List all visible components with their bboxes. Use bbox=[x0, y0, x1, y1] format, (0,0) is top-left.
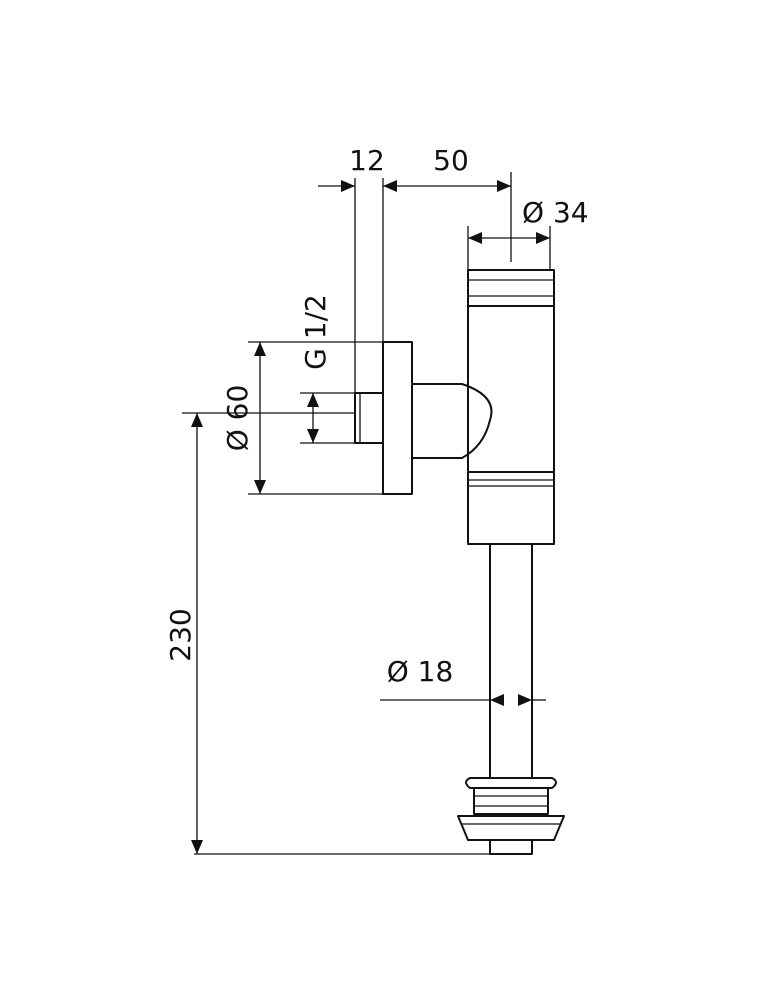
label-height-230: 230 bbox=[164, 608, 197, 661]
outlet-rosette bbox=[457, 815, 565, 841]
arrow-g12-top bbox=[307, 393, 319, 407]
label-dia-18: Ø 18 bbox=[387, 655, 454, 688]
push-button-cap bbox=[467, 269, 555, 307]
arrow-18-left bbox=[490, 694, 504, 706]
arrow-60-top bbox=[254, 342, 266, 356]
label-thread-g12: G 1/2 bbox=[299, 294, 332, 370]
outlet-collar bbox=[465, 777, 557, 789]
label-dia-34: Ø 34 bbox=[522, 196, 589, 229]
lower-body bbox=[467, 471, 555, 545]
arrow-230-bottom bbox=[191, 840, 203, 854]
arrow-60-bottom bbox=[254, 480, 266, 494]
arrow-50-left bbox=[383, 180, 397, 192]
main-cylinder bbox=[467, 305, 555, 473]
arrow-g12-bottom bbox=[307, 429, 319, 443]
label-50: 50 bbox=[433, 144, 469, 177]
extension-lines bbox=[182, 172, 551, 855]
threaded-inlet bbox=[354, 392, 384, 444]
arrow-230-top bbox=[191, 413, 203, 427]
dimension-lines bbox=[191, 180, 550, 854]
arrow-34-left bbox=[468, 232, 482, 244]
label-dia-60: Ø 60 bbox=[221, 385, 254, 452]
outlet-spout bbox=[489, 839, 533, 855]
connector-arm bbox=[412, 383, 493, 459]
label-12: 12 bbox=[349, 144, 385, 177]
arrow-50-right bbox=[497, 180, 511, 192]
valve-body bbox=[354, 269, 565, 855]
wall-flange bbox=[382, 341, 413, 495]
arrow-34-right bbox=[536, 232, 550, 244]
arrow-18-right bbox=[518, 694, 532, 706]
outlet-nut bbox=[473, 787, 549, 815]
dimension-labels: 12 50 Ø 34 G 1/2 Ø 60 230 Ø 18 bbox=[164, 144, 589, 688]
arrow-12-left bbox=[341, 180, 355, 192]
